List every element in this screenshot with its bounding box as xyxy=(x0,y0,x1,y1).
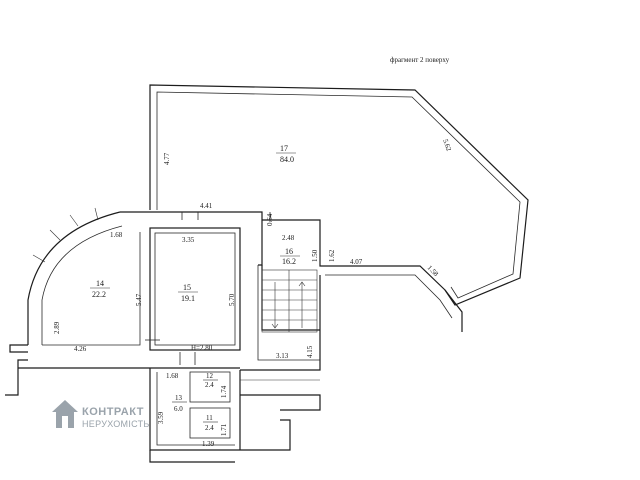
dim-139: 1.39 xyxy=(202,440,215,448)
dim-547: 5.47 xyxy=(135,293,143,306)
room-16-area: 16.2 xyxy=(282,257,296,266)
watermark-brand: КОНТРАКТ xyxy=(82,406,144,418)
room-15-number: 15 xyxy=(183,283,191,292)
watermark-logo: КОНТРАКТ НЕРУХОМІСТЬ xyxy=(50,398,220,438)
room-17-area: 84.0 xyxy=(280,155,294,164)
fragment-label: фрагмент 2 поверху xyxy=(390,56,450,64)
room-11-number: 11 xyxy=(206,414,213,422)
dim-407: 4.07 xyxy=(350,258,363,266)
dim-335: 3.35 xyxy=(182,236,195,244)
room-labels: 17 84.0 14 22.2 15 19.1 16 16.2 12 2.4 1… xyxy=(90,144,300,432)
dim-168b: 1.68 xyxy=(166,372,179,380)
door-marks xyxy=(145,212,271,365)
room-12-area: 2.4 xyxy=(205,381,214,389)
room-14-inner xyxy=(42,232,141,346)
lower-rooms xyxy=(149,368,321,463)
room-14-curved-wall xyxy=(27,207,123,345)
room-15-inner xyxy=(154,232,236,346)
room-13-number: 13 xyxy=(175,394,183,402)
watermark-subtitle: НЕРУХОМІСТЬ xyxy=(82,419,150,429)
room-12-number: 12 xyxy=(206,372,214,380)
room-17-number: 17 xyxy=(280,144,288,153)
dim-415: 4.15 xyxy=(306,345,314,358)
dim-570: 5.70 xyxy=(228,293,236,306)
dim-174: 1.74 xyxy=(220,385,228,398)
dim-426: 4.26 xyxy=(74,345,87,353)
stair-room-16 xyxy=(261,269,318,333)
room-15-area: 19.1 xyxy=(181,294,195,303)
dim-162: 1.62 xyxy=(328,249,336,262)
room-17-walls xyxy=(149,84,529,306)
room-14-number: 14 xyxy=(96,279,104,288)
room-14-area: 22.2 xyxy=(92,290,106,299)
dim-171: 1.71 xyxy=(220,423,228,436)
room-13-area: 6.0 xyxy=(174,405,183,413)
dim-359: 3.59 xyxy=(157,411,165,424)
room-15-outline xyxy=(149,227,241,351)
room-11-area: 2.4 xyxy=(205,424,214,432)
dim-477: 4.77 xyxy=(163,152,171,165)
dim-248: 2.48 xyxy=(282,234,295,242)
dim-562: 5.62 xyxy=(441,138,453,153)
dim-168a: 1.68 xyxy=(110,231,123,239)
dim-289: 2.89 xyxy=(53,321,61,334)
dim-h280: H=2.80 xyxy=(191,344,213,352)
dim-150: 1.50 xyxy=(311,249,319,262)
dim-313: 3.13 xyxy=(276,352,289,360)
room-16-number: 16 xyxy=(285,247,293,256)
dim-158: 1.58 xyxy=(426,264,441,279)
dim-441: 4.41 xyxy=(200,202,213,210)
house-icon xyxy=(52,400,78,428)
dim-064: 0.64 xyxy=(266,213,274,226)
